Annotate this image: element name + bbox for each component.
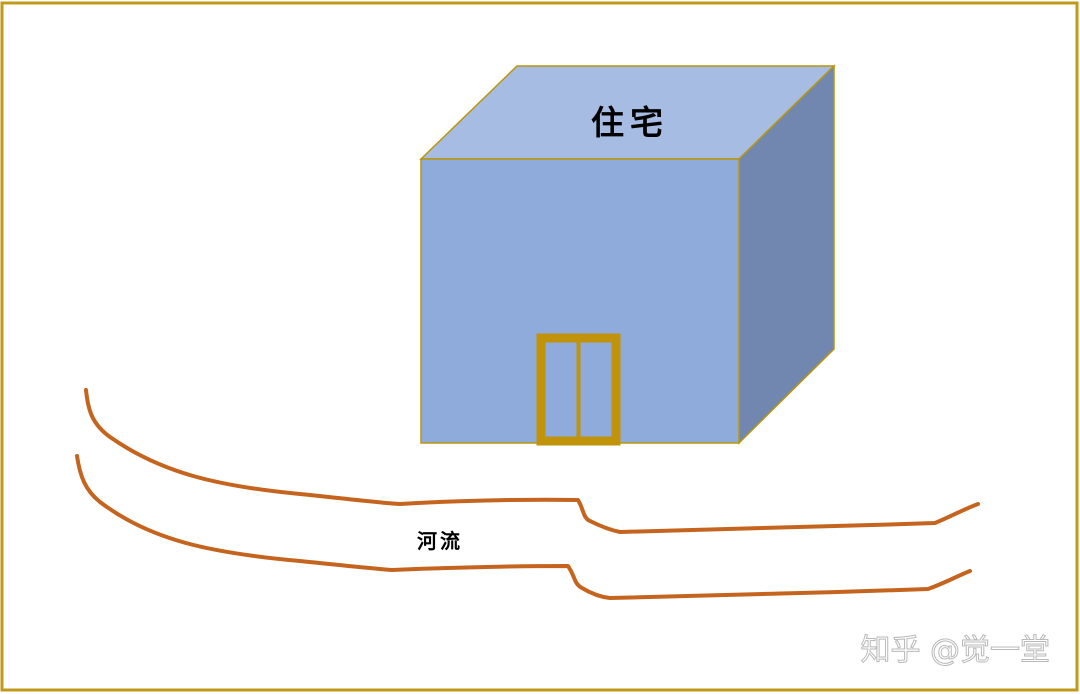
river-label: 河流 [417,529,463,553]
river-bank-upper [84,388,980,534]
river-bank-lower [75,454,972,600]
watermark: 知乎 @觉一堂 [860,633,1050,668]
building-label: 住宅 [591,103,669,142]
door [536,333,621,446]
